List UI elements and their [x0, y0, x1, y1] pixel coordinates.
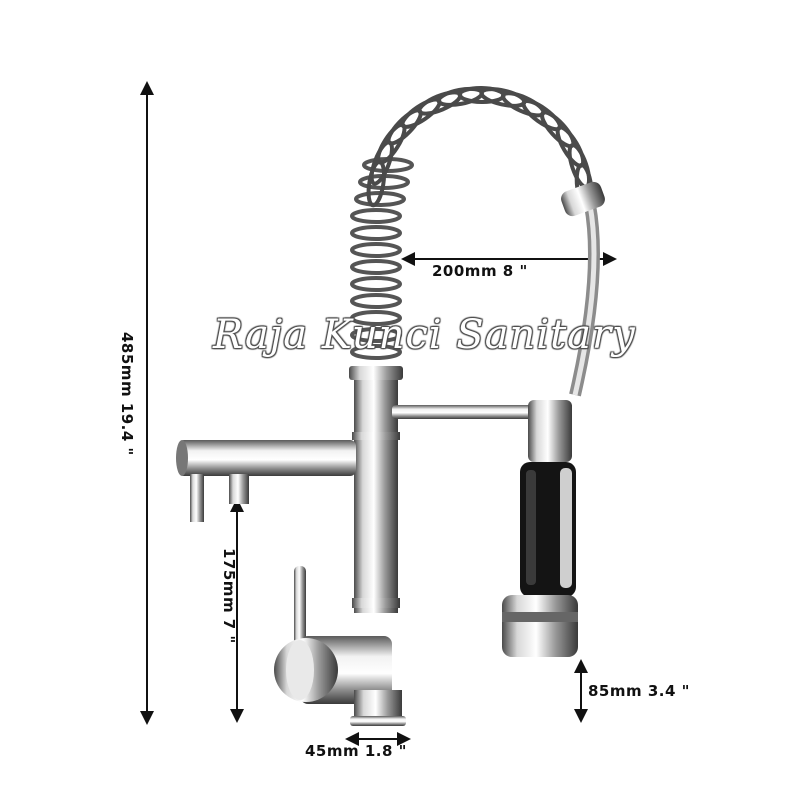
- coil-ring: [350, 344, 402, 360]
- coil-ring: [350, 225, 402, 241]
- base-diameter-label: 45mm 1.8 ": [305, 742, 407, 760]
- coil-ring: [350, 276, 402, 292]
- under-spout-height-label: 175mm 7 ": [220, 548, 238, 644]
- watermark-text: Raja Kunci Sanitary: [213, 312, 636, 358]
- spring-coil: [350, 85, 594, 360]
- sprayer-head: [502, 400, 578, 657]
- coil-ring: [350, 208, 402, 224]
- total-height-label: 485mm 19.4 ": [118, 332, 136, 456]
- faucet-body: [354, 368, 398, 613]
- sprayer-holder-arm: [392, 405, 532, 419]
- coil-ring: [350, 259, 402, 275]
- coil-ring: [350, 242, 402, 258]
- coil-ring: [350, 293, 402, 309]
- side-spout: [178, 440, 356, 476]
- coil-ring: [350, 327, 402, 343]
- coil-ring: [350, 310, 402, 326]
- sprayer-base-height-label: 85mm 3.4 ": [588, 682, 690, 700]
- spout-reach-label: 200mm 8 ": [432, 262, 528, 280]
- faucet-base: [274, 636, 406, 726]
